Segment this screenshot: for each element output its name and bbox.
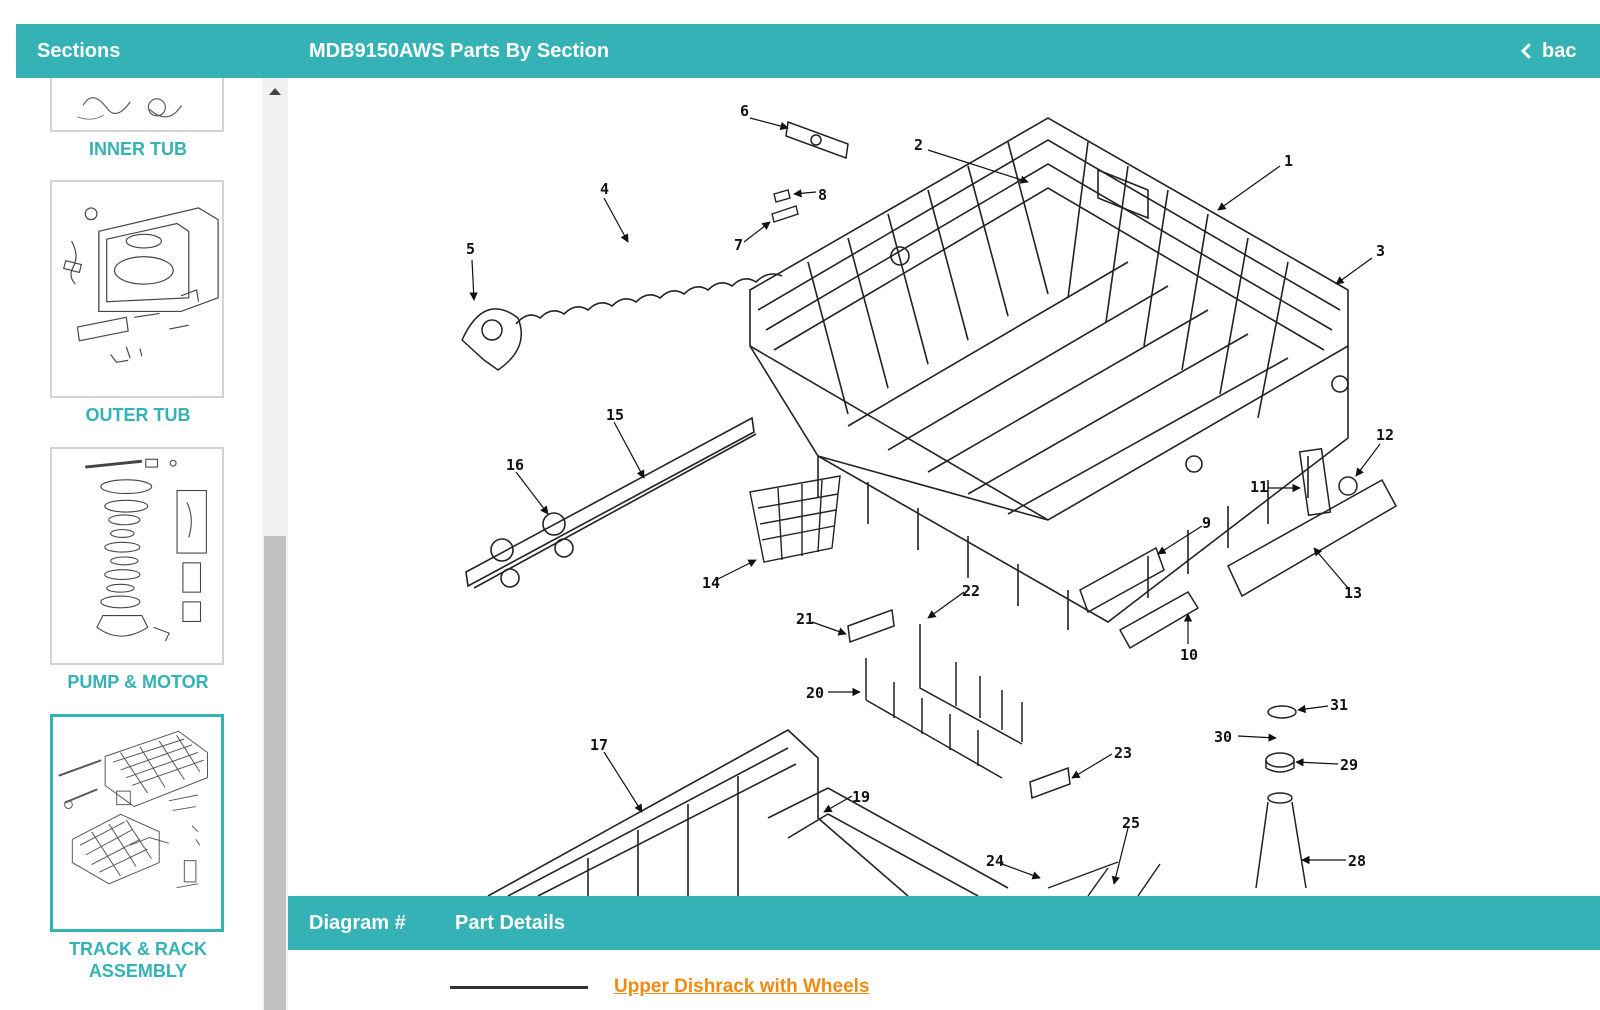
callout-15[interactable]: 15 xyxy=(606,406,624,424)
callout-6[interactable]: 6 xyxy=(740,102,749,120)
part-details-header: Diagram # Part Details xyxy=(288,896,1600,950)
part-row: Upper Dishrack with Wheels xyxy=(288,950,1600,1010)
track-rack-exploded-view: 1 2 3 4 5 6 7 8 9 10 11 12 13 14 15 16 1… xyxy=(461,102,1398,896)
section-label-track-rack[interactable]: TRACK & RACK ASSEMBLY xyxy=(16,938,260,982)
sections-heading: Sections xyxy=(37,40,121,62)
callout-2[interactable]: 2 xyxy=(914,136,923,154)
chevron-left-icon xyxy=(1520,43,1531,59)
callout-17[interactable]: 17 xyxy=(590,736,608,754)
section-label-track-rack-text: TRACK & RACK ASSEMBLY xyxy=(69,939,207,981)
callout-22[interactable]: 22 xyxy=(962,582,980,600)
callout-23[interactable]: 23 xyxy=(1114,744,1132,762)
callout-13[interactable]: 13 xyxy=(1344,584,1362,602)
callout-30[interactable]: 30 xyxy=(1214,728,1232,746)
callout-21[interactable]: 21 xyxy=(796,610,814,628)
callout-7[interactable]: 7 xyxy=(734,236,743,254)
page-title: MDB9150AWS Parts By Section xyxy=(309,40,610,62)
scroll-up-arrow-icon[interactable] xyxy=(269,88,281,95)
track-rack-thumbnail-icon xyxy=(58,730,208,889)
callout-9[interactable]: 9 xyxy=(1202,514,1211,532)
inner-tub-thumbnail-icon xyxy=(77,97,182,120)
callout-28[interactable]: 28 xyxy=(1348,852,1366,870)
callout-3[interactable]: 3 xyxy=(1376,242,1385,260)
part-name-link[interactable]: Upper Dishrack with Wheels xyxy=(614,976,870,997)
callout-20[interactable]: 20 xyxy=(806,684,824,702)
callout-1[interactable]: 1 xyxy=(1284,152,1293,170)
callout-16[interactable]: 16 xyxy=(506,456,524,474)
section-label-outer-tub[interactable]: OUTER TUB xyxy=(85,405,191,425)
part-details-column: Part Details xyxy=(455,912,566,934)
callout-8[interactable]: 8 xyxy=(818,186,827,204)
callout-12[interactable]: 12 xyxy=(1376,426,1394,444)
callout-29[interactable]: 29 xyxy=(1340,756,1358,774)
pump-motor-thumbnail-icon xyxy=(85,458,207,642)
callout-19[interactable]: 19 xyxy=(852,788,870,806)
callout-11[interactable]: 11 xyxy=(1250,478,1268,496)
callout-25[interactable]: 25 xyxy=(1122,814,1140,832)
sidebar-scrollbar[interactable] xyxy=(262,78,288,1010)
upper-dishrack-drawing xyxy=(749,117,1349,630)
callout-24[interactable]: 24 xyxy=(986,852,1004,870)
scrollbar-thumb[interactable] xyxy=(264,536,286,1010)
section-thumb-inner-tub[interactable] xyxy=(50,78,224,132)
callout-10[interactable]: 10 xyxy=(1180,646,1198,664)
exploded-parts-diagram: 1 2 3 4 5 6 7 8 9 10 11 12 13 14 15 16 1… xyxy=(288,78,1600,896)
callout-14[interactable]: 14 xyxy=(702,574,720,592)
section-thumb-outer-tub[interactable] xyxy=(50,180,224,398)
part-number-labels: 1 2 3 4 5 6 7 8 9 10 11 12 13 14 15 16 1… xyxy=(466,102,1394,870)
callout-5[interactable]: 5 xyxy=(466,240,475,258)
back-label: bac xyxy=(1542,39,1577,62)
sections-sidebar: INNER TUB OUTER TUB xyxy=(16,78,288,1010)
callout-31[interactable]: 31 xyxy=(1330,696,1348,714)
section-label-inner-tub[interactable]: INNER TUB xyxy=(89,139,187,159)
section-label-pump-motor[interactable]: PUMP & MOTOR xyxy=(67,672,209,692)
outer-tub-thumbnail-icon xyxy=(63,207,219,363)
section-thumb-track-rack[interactable] xyxy=(50,714,224,932)
section-thumb-pump-motor[interactable] xyxy=(50,447,224,665)
diagram-number-column: Diagram # xyxy=(309,912,406,934)
part-thumbnail[interactable] xyxy=(450,986,588,1010)
callout-4[interactable]: 4 xyxy=(600,180,609,198)
back-button[interactable]: bac xyxy=(1516,24,1576,78)
header-bar: Sections MDB9150AWS Parts By Section bac xyxy=(16,24,1600,78)
